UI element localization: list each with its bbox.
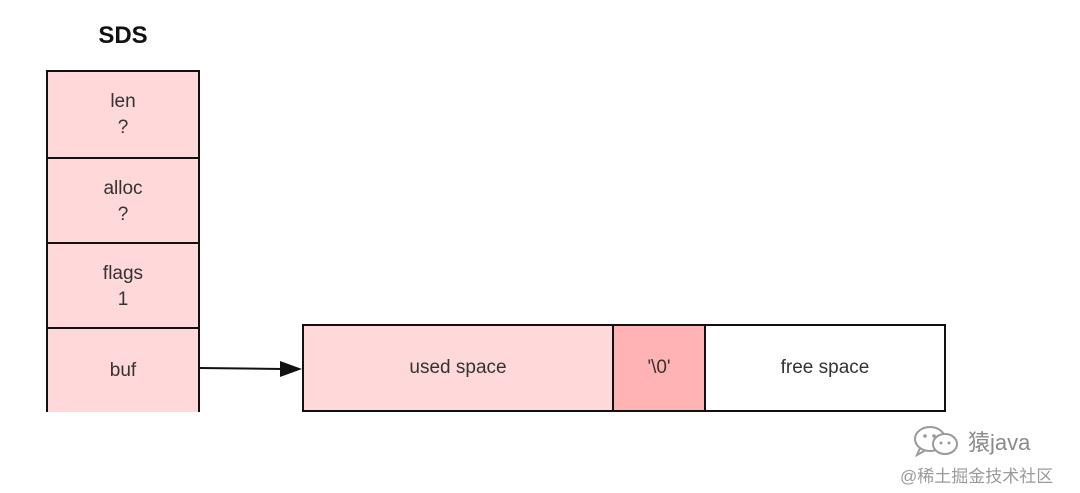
field-alloc: alloc ?	[48, 157, 198, 244]
field-len: len ?	[48, 72, 198, 157]
field-alloc-name: alloc	[103, 177, 143, 199]
field-buf: buf	[48, 327, 198, 412]
free-space-segment: free space	[706, 326, 944, 410]
arrow-head	[280, 361, 302, 377]
field-flags-value: 1	[117, 288, 129, 310]
null-terminator-label: '\0'	[647, 357, 671, 378]
null-terminator-segment: '\0'	[614, 326, 706, 410]
buf-pointer-arrow	[199, 361, 302, 377]
field-len-name: len	[110, 90, 136, 112]
used-space-label: used space	[409, 357, 507, 378]
used-space-segment: used space	[304, 326, 614, 410]
wechat-icon	[914, 426, 958, 458]
field-flags: flags 1	[48, 242, 198, 329]
free-space-label: free space	[780, 357, 870, 378]
sds-struct: len ? alloc ? flags 1 buf	[46, 70, 200, 412]
buffer: used space '\0' free space	[302, 324, 946, 412]
diagram-title: SDS	[98, 22, 148, 49]
field-len-value: ?	[117, 116, 129, 138]
watermark-site: @稀土掘金技术社区	[900, 467, 1054, 486]
field-alloc-value: ?	[117, 203, 129, 225]
watermark-brand-text: 猿java	[968, 430, 1031, 455]
field-flags-name: flags	[102, 262, 144, 284]
watermark-brand: 猿java	[912, 424, 1030, 458]
arrow-shaft	[199, 367, 283, 370]
field-buf-name: buf	[109, 359, 137, 381]
